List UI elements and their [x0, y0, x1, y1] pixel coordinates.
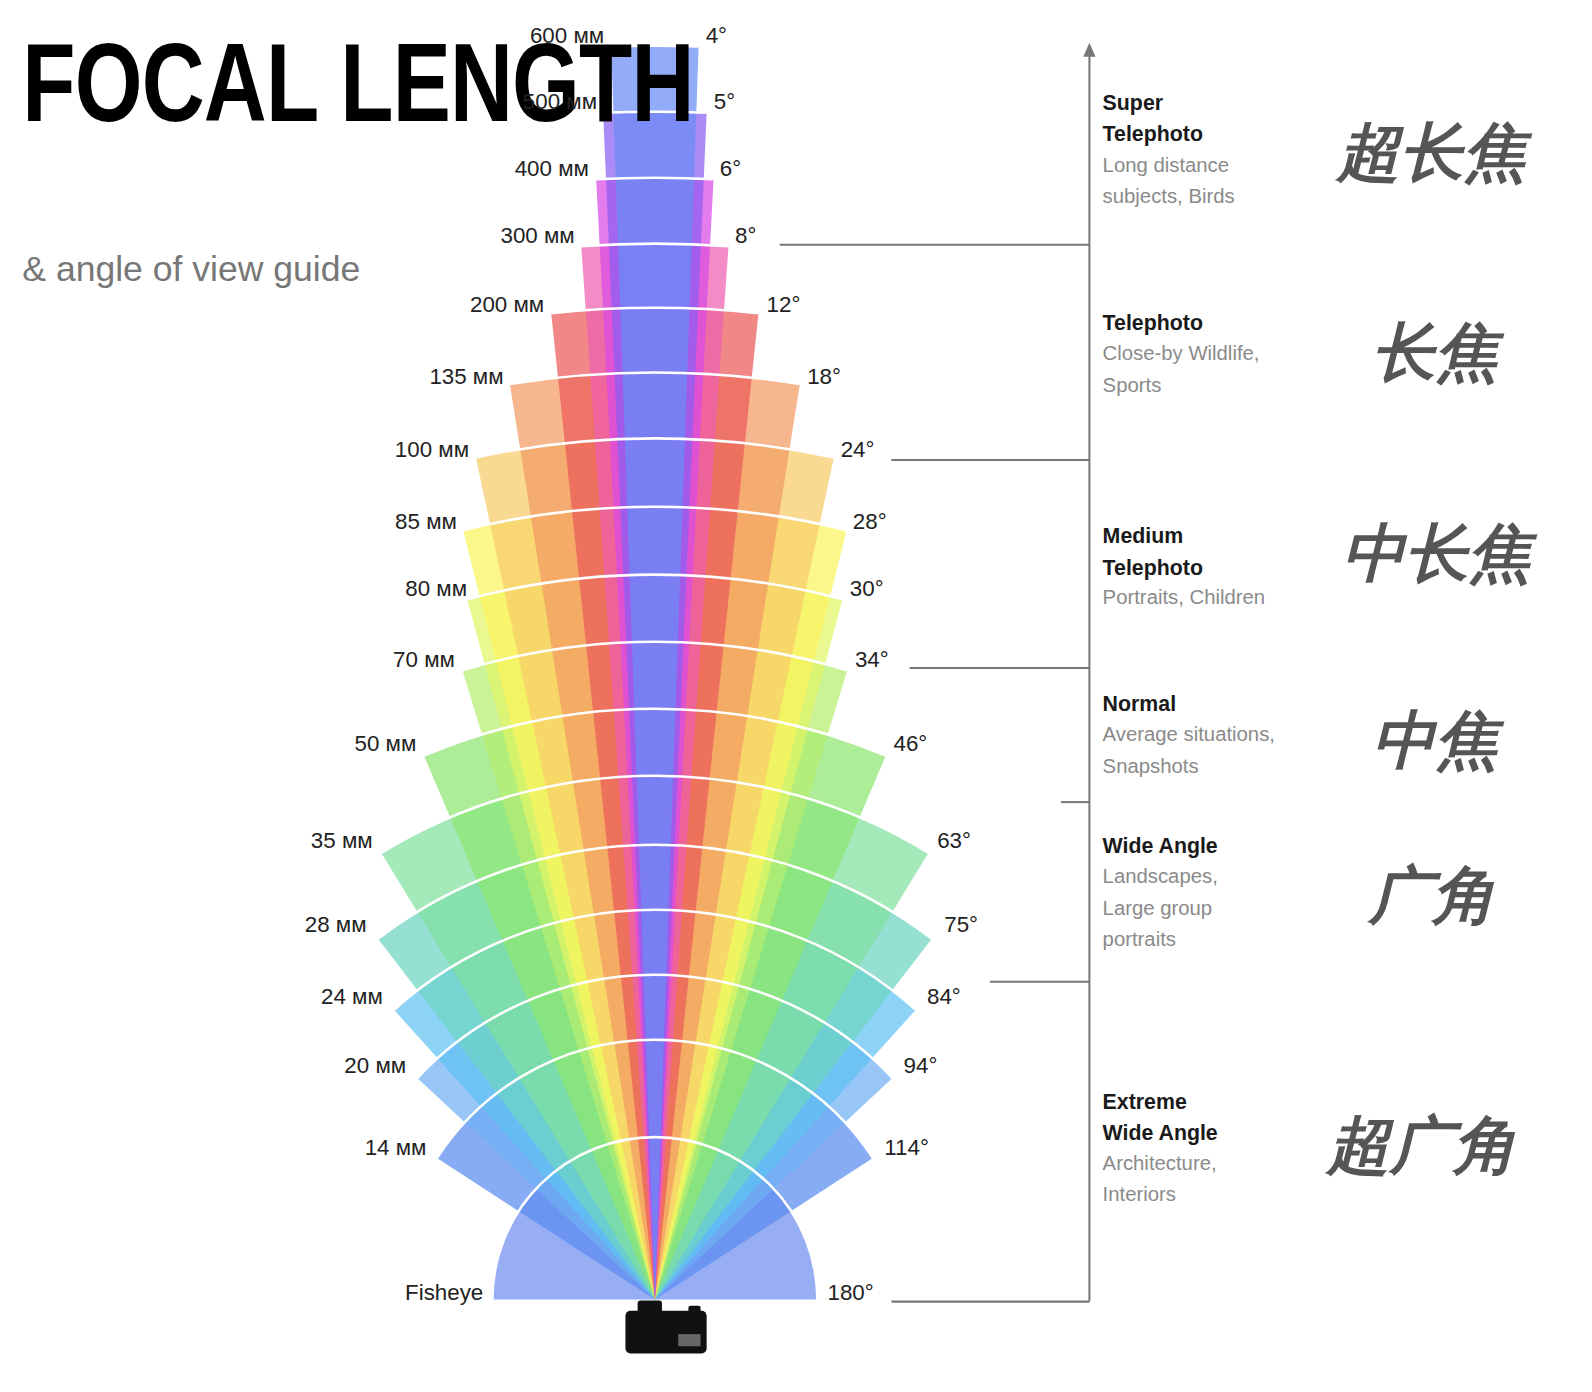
category-heading: Normal	[1103, 687, 1176, 718]
angle-label: 28°	[853, 509, 887, 535]
angle-label: 46°	[893, 731, 927, 757]
axis-line	[1088, 53, 1090, 1302]
chinese-category-label: 中长焦	[1342, 518, 1531, 589]
angle-label: 6°	[720, 155, 741, 181]
band-arc	[378, 845, 932, 939]
band-arc	[394, 910, 916, 1010]
category-description: Long distance subjects, Birds	[1103, 149, 1281, 212]
angle-label: 8°	[735, 222, 756, 248]
category-heading: Extreme Wide Angle	[1103, 1085, 1240, 1148]
focal-length-label: 500 мм	[523, 88, 597, 114]
category-description: Landscapes, Large group portraits	[1103, 861, 1235, 955]
category-heading: Super Telephoto	[1103, 86, 1203, 149]
band-arc	[437, 1040, 873, 1158]
category-axis	[780, 53, 1090, 1302]
focal-length-label: 80 мм	[405, 576, 467, 602]
band-arc	[424, 709, 886, 756]
category-heading: Wide Angle	[1103, 830, 1218, 861]
tick-line	[780, 244, 1090, 246]
tick-line	[891, 1301, 1089, 1303]
angle-label: 18°	[807, 363, 841, 389]
band-arc	[417, 975, 892, 1078]
focal-length-label: 70 мм	[393, 647, 455, 673]
category-heading: Medium Telephoto	[1103, 520, 1203, 583]
angle-label: 75°	[944, 912, 978, 938]
band-arc	[551, 308, 758, 313]
focal-length-label: 300 мм	[500, 222, 574, 248]
tick-line	[1061, 801, 1089, 803]
band-arc	[596, 178, 713, 180]
camera-icon	[625, 1301, 706, 1354]
axis-arrowhead	[1083, 43, 1095, 57]
angle-label: 12°	[767, 291, 801, 317]
category-description: Average situations, Snapshots	[1103, 719, 1311, 782]
band-arc	[492, 1137, 817, 1299]
focal-length-label: 400 мм	[515, 155, 589, 181]
tick-line	[910, 667, 1090, 669]
focal-length-label: 135 мм	[429, 363, 503, 389]
chinese-category-label: 中焦	[1372, 706, 1498, 777]
focal-length-label: 85 мм	[395, 509, 457, 535]
focal-length-label: 24 мм	[321, 984, 383, 1010]
chinese-category-label: 广角	[1369, 860, 1495, 931]
camera-screen	[678, 1334, 700, 1346]
camera-button	[688, 1306, 700, 1313]
angle-label: 34°	[855, 647, 889, 673]
focal-length-label: 20 мм	[344, 1053, 406, 1079]
focal-length-label: 50 мм	[355, 731, 417, 757]
band-arc	[463, 507, 847, 531]
angle-label: 5°	[714, 88, 735, 114]
angle-label: 4°	[706, 22, 727, 48]
subtitle: & angle of view guide	[22, 248, 360, 291]
band-arc	[581, 244, 728, 247]
focal-length-label: 28 мм	[305, 912, 367, 938]
chinese-category-label: 超广角	[1327, 1110, 1516, 1181]
tick-line	[990, 981, 1090, 983]
band-arc	[381, 776, 928, 853]
category-description: Close-by Wildlife, Sports	[1103, 338, 1296, 401]
band-arc	[467, 575, 842, 600]
band-arc	[476, 439, 834, 458]
angle-label: 94°	[904, 1053, 938, 1079]
focal-length-label: Fisheye	[405, 1279, 483, 1305]
band-arcs	[378, 46, 932, 1300]
focal-length-label: 200 мм	[470, 291, 544, 317]
angle-label: 180°	[827, 1279, 873, 1305]
angle-wedge	[611, 46, 699, 1300]
angle-label: 24°	[841, 437, 875, 463]
focal-length-label: 600 мм	[530, 22, 604, 48]
angle-wedges	[378, 46, 932, 1300]
angle-label: 30°	[850, 576, 884, 602]
chinese-category-label: 长焦	[1372, 317, 1498, 388]
chinese-category-label: 超长焦	[1337, 117, 1526, 188]
angle-label: 84°	[927, 984, 961, 1010]
band-arc	[510, 373, 800, 384]
category-description: Portraits, Children	[1103, 582, 1266, 613]
category-description: Architecture, Interiors	[1103, 1147, 1250, 1210]
band-arc	[462, 642, 847, 671]
tick-line	[891, 459, 1089, 461]
camera-body	[625, 1311, 706, 1354]
angle-label: 63°	[937, 827, 971, 853]
angle-label: 114°	[884, 1135, 929, 1161]
focal-length-label: 14 мм	[365, 1135, 427, 1161]
category-heading: Telephoto	[1103, 307, 1203, 338]
focal-length-label: 35 мм	[311, 827, 373, 853]
focal-length-label: 100 мм	[395, 437, 469, 463]
